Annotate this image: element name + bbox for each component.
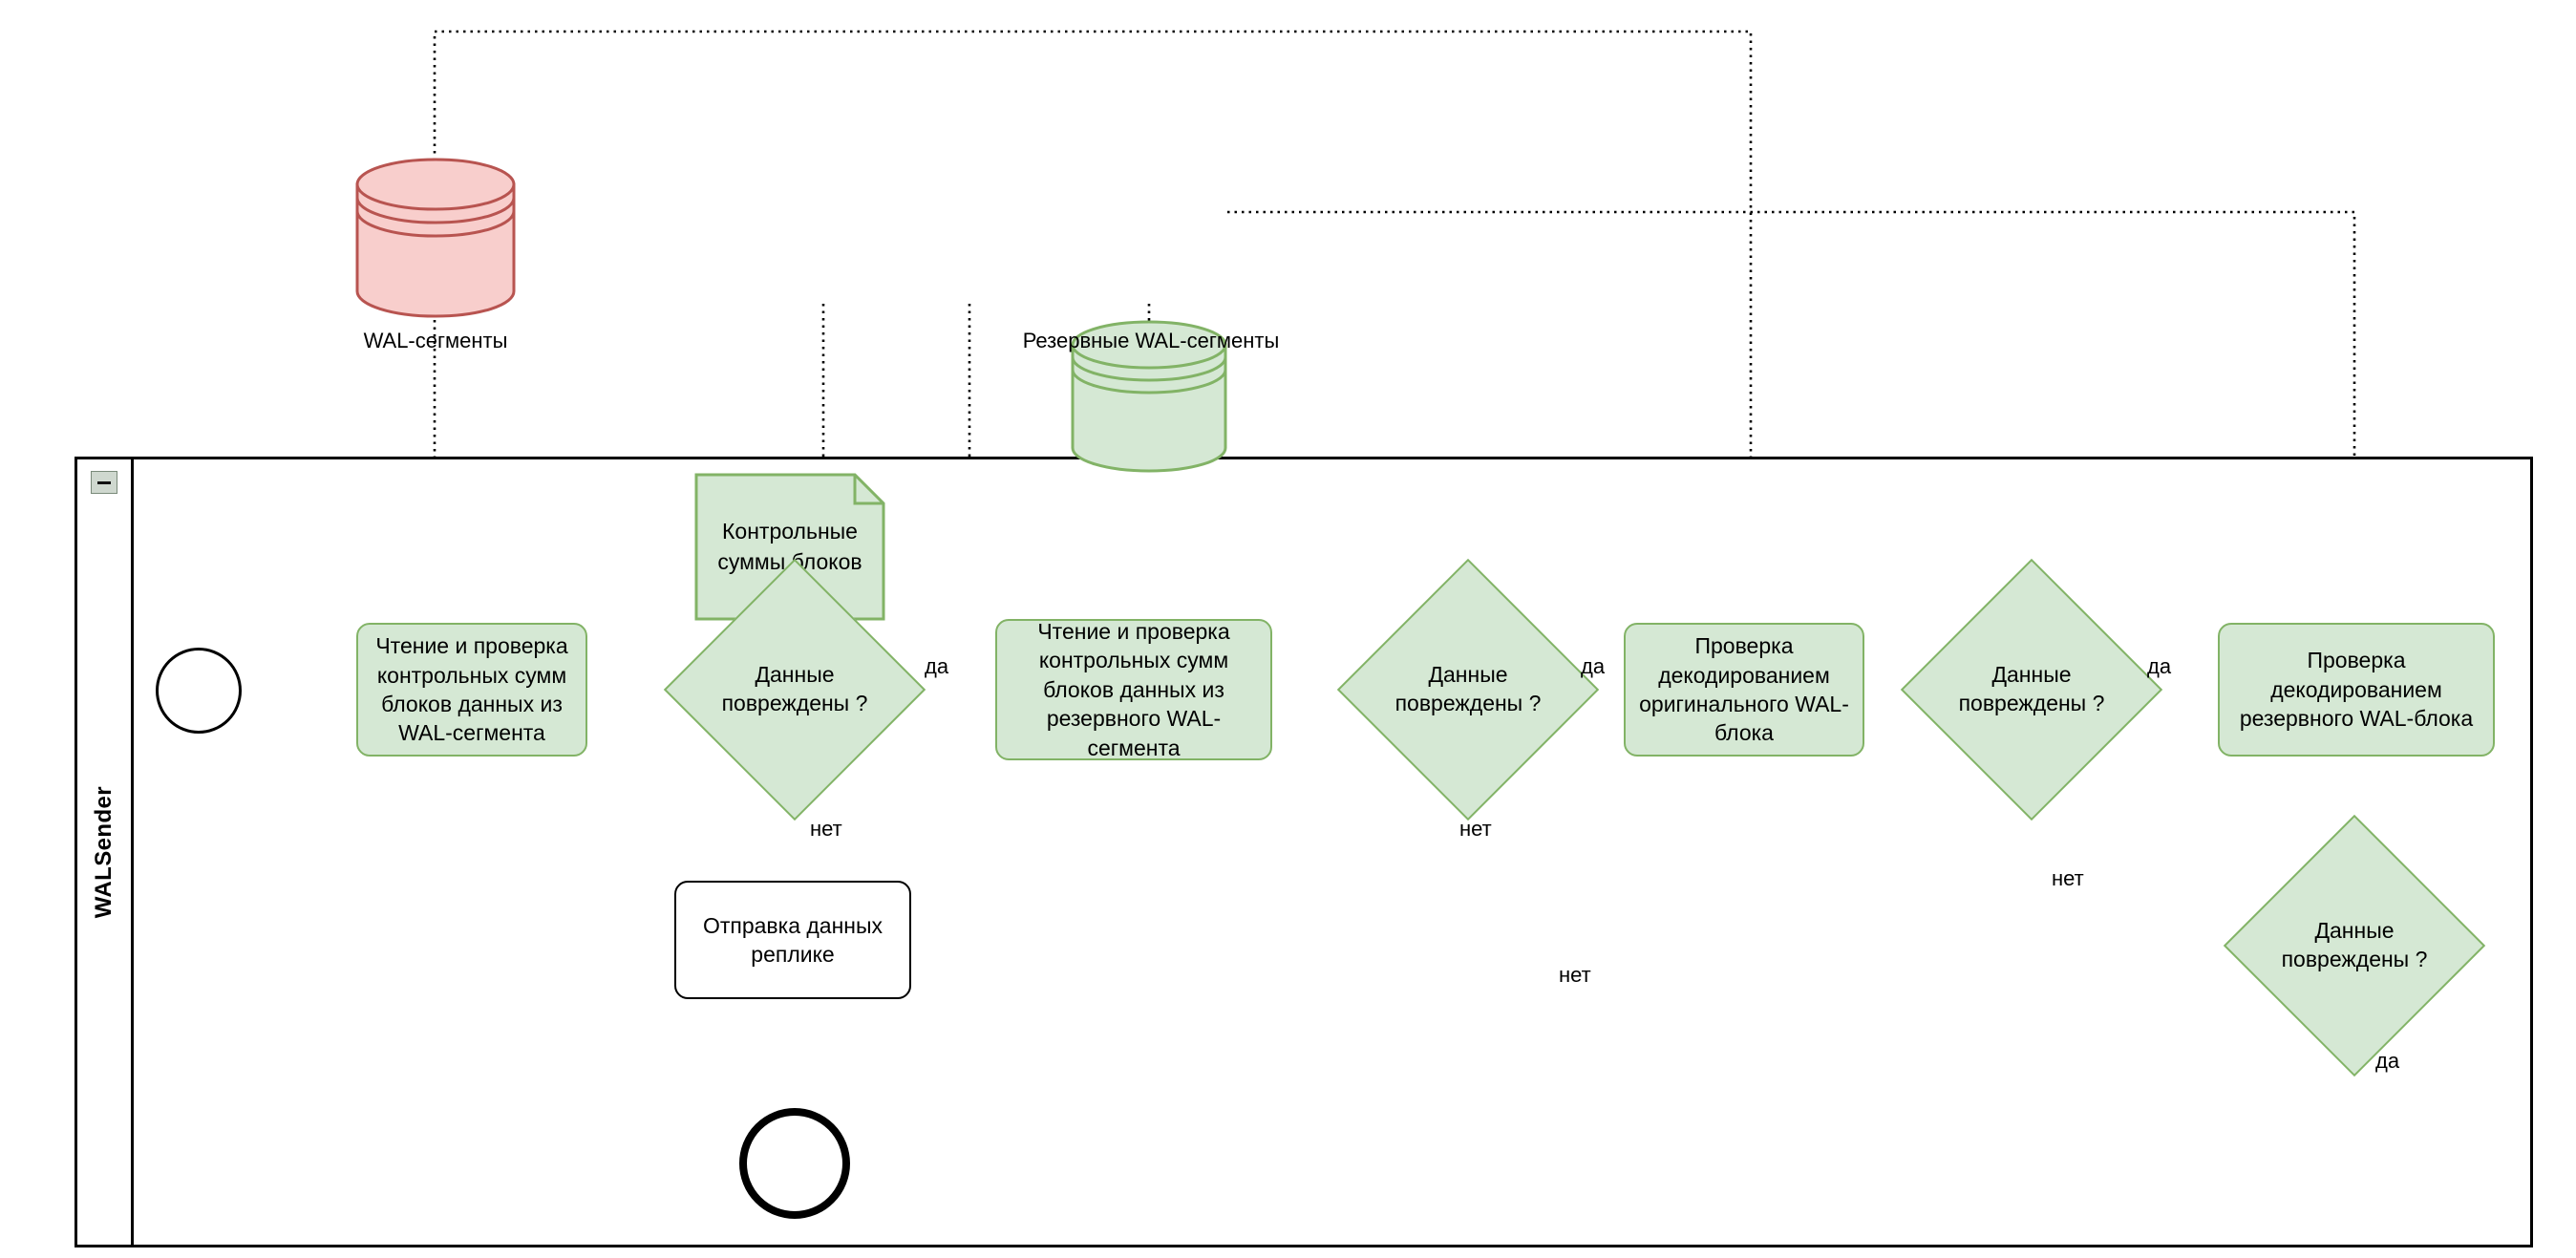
gateway-label: Данные повреждены ? [2281, 918, 2428, 971]
start-event[interactable] [156, 648, 242, 734]
pool-header[interactable]: WALSender [77, 459, 134, 1245]
edge-label-yes-1: да [925, 654, 949, 678]
minus-icon[interactable] [91, 471, 117, 494]
data-store-backup-wal-segments-label: Резервные WAL-сегменты [1022, 329, 1280, 352]
edge-label-yes-2: да [1581, 654, 1606, 678]
gateway-corrupted-4[interactable]: Данные повреждены ? [2223, 814, 2486, 1077]
gateway-label: Данные повреждены ? [1958, 662, 2105, 715]
gateway-corrupted-2[interactable]: Данные повреждены ? [1336, 558, 1600, 821]
data-store-wal-segments-label: WAL-сегменты [363, 329, 508, 352]
edge-label-yes-4: да [2375, 1049, 2400, 1073]
task-decode-original[interactable]: Проверка декодированием оригинального WA… [1624, 623, 1864, 757]
data-object-block-checksums[interactable]: Контрольные суммы блоков [694, 473, 885, 621]
edge-label-yes-3: да [2147, 654, 2172, 678]
edge-label-no-1: нет [810, 817, 842, 841]
task-label: Отправка данных реплике [702, 912, 884, 967]
data-store-wal-segments[interactable] [353, 156, 518, 320]
end-event[interactable] [739, 1108, 850, 1219]
gateway-label: Данные повреждены ? [1394, 662, 1542, 715]
edge-label-no-4: нет [1559, 963, 1591, 987]
task-label: Проверка декодированием оригинального WA… [1639, 633, 1849, 746]
data-object-label: Контрольные суммы блоков [717, 519, 862, 574]
data-store-backup-wal-segments[interactable] [1070, 320, 1228, 473]
task-send-to-replica[interactable]: Отправка данных реплике [674, 881, 911, 999]
cylinder-shape [355, 158, 516, 318]
edge-label-no-2: нет [1459, 817, 1492, 841]
note-shape [694, 473, 885, 621]
task-label: Чтение и проверка контрольных сумм блоко… [375, 633, 568, 746]
task-decode-backup[interactable]: Проверка декодированием резервного WAL-б… [2218, 623, 2495, 757]
gateway-label: Данные повреждены ? [721, 662, 868, 715]
task-read-check-wal[interactable]: Чтение и проверка контрольных сумм блоко… [356, 623, 587, 757]
pool-label: WALSender [91, 785, 117, 919]
task-read-check-backup-wal[interactable]: Чтение и проверка контрольных сумм блоко… [995, 619, 1272, 760]
pool-walsender[interactable]: WALSender [75, 457, 2533, 1247]
cylinder-shape [1071, 320, 1227, 473]
task-label: Проверка декодированием резервного WAL-б… [2239, 648, 2474, 732]
task-label: Чтение и проверка контрольных сумм блоко… [1037, 619, 1230, 760]
edge-label-no-3: нет [2052, 866, 2084, 890]
gateway-corrupted-3[interactable]: Данные повреждены ? [1900, 558, 2163, 821]
gateway-corrupted-1[interactable]: Данные повреждены ? [663, 558, 926, 821]
